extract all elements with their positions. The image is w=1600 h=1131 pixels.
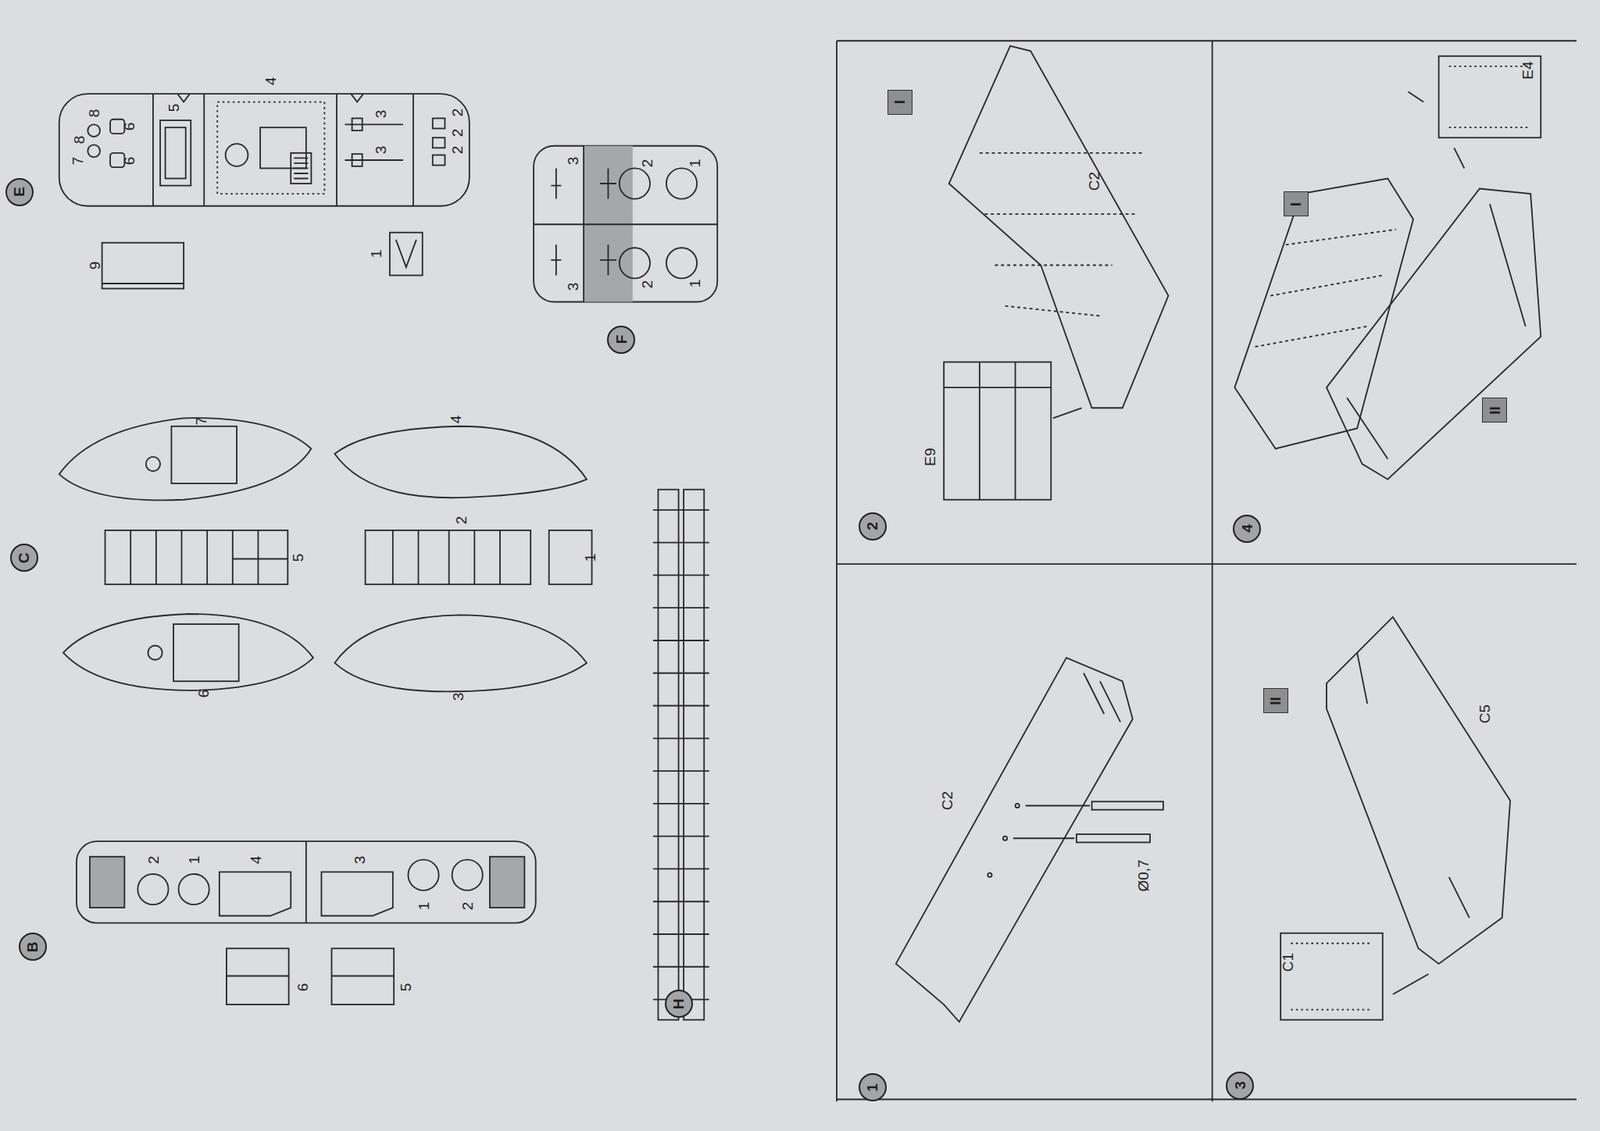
part-number: 7: [193, 417, 209, 426]
part-label: C5: [1477, 704, 1493, 724]
part-label: E4: [1520, 60, 1536, 79]
part-number: 8: [86, 109, 102, 118]
step-number-text: 1: [864, 1083, 880, 1093]
part-number: 1: [416, 902, 432, 911]
part-number: 1: [687, 159, 703, 168]
step-number: 2: [858, 512, 887, 541]
part-number: 5: [397, 983, 413, 993]
part-number: 1: [186, 856, 202, 865]
subassembly-tag-text: II: [1267, 696, 1283, 706]
subassembly-tag: II: [1482, 397, 1508, 423]
part-number: 4: [247, 856, 263, 865]
part-number: 1: [582, 553, 597, 563]
step-number-text: 3: [1232, 1081, 1247, 1090]
subassembly-tag-text: I: [1288, 202, 1304, 207]
part-number: 3: [351, 856, 367, 865]
part-number: 6: [294, 983, 310, 993]
part-number: 3: [564, 157, 580, 166]
step-number-text: 4: [1239, 524, 1255, 533]
part-number: 2: [453, 516, 469, 525]
part-number: 3: [564, 282, 580, 292]
part-number: 6: [195, 689, 211, 699]
part-number: 2: [145, 856, 161, 865]
part-number: 2: [639, 280, 655, 290]
step-number: 3: [1225, 1071, 1254, 1100]
part-number: 3: [450, 692, 466, 702]
part-number: 5: [290, 553, 306, 563]
part-number: 6: [121, 122, 136, 132]
sprue-letter-text: E: [11, 186, 27, 197]
subassembly-tag-text: II: [1487, 406, 1503, 415]
part-number: 3: [373, 146, 389, 155]
part-number: 2: [639, 159, 655, 168]
part-number: 4: [263, 77, 279, 86]
sprue-letter-text: H: [671, 998, 686, 1010]
step-number-text: 2: [864, 522, 880, 532]
sprue-letter: B: [18, 932, 47, 961]
part-number: 2: [450, 128, 465, 137]
subassembly-tag: II: [1263, 688, 1289, 714]
subassembly-tag: I: [1283, 191, 1309, 217]
part-number: 9: [87, 260, 103, 270]
subassembly-tag-text: I: [892, 100, 908, 104]
part-number: 2: [460, 902, 475, 911]
part-number: 6: [121, 157, 136, 166]
part-number: 1: [687, 279, 703, 289]
part-number: 7: [70, 157, 86, 166]
part-label: C1: [1280, 953, 1296, 972]
sprue-letter: E: [5, 178, 34, 207]
sprue-letter: H: [664, 989, 693, 1018]
part-label: C2: [1086, 171, 1102, 191]
part-label: Ø0,7: [1135, 859, 1150, 892]
sprue-letter: C: [10, 543, 39, 572]
part-number: 2: [450, 107, 465, 117]
part-number: 5: [166, 103, 182, 113]
subassembly-tag: I: [887, 89, 913, 115]
step-number: 4: [1232, 514, 1261, 543]
part-number: 2: [450, 146, 465, 155]
part-number: 1: [367, 250, 383, 259]
part-label: C2: [939, 791, 955, 811]
part-number: 8: [71, 135, 86, 145]
part-number: 3: [373, 110, 389, 119]
sprue-letter: F: [607, 325, 636, 354]
part-number: 4: [447, 415, 463, 425]
step-number: 1: [858, 1073, 887, 1102]
part-label: E9: [921, 448, 937, 467]
sprue-letter-text: F: [614, 335, 629, 345]
sprue-letter-text: C: [17, 553, 33, 565]
sprue-letter-text: B: [25, 941, 40, 953]
